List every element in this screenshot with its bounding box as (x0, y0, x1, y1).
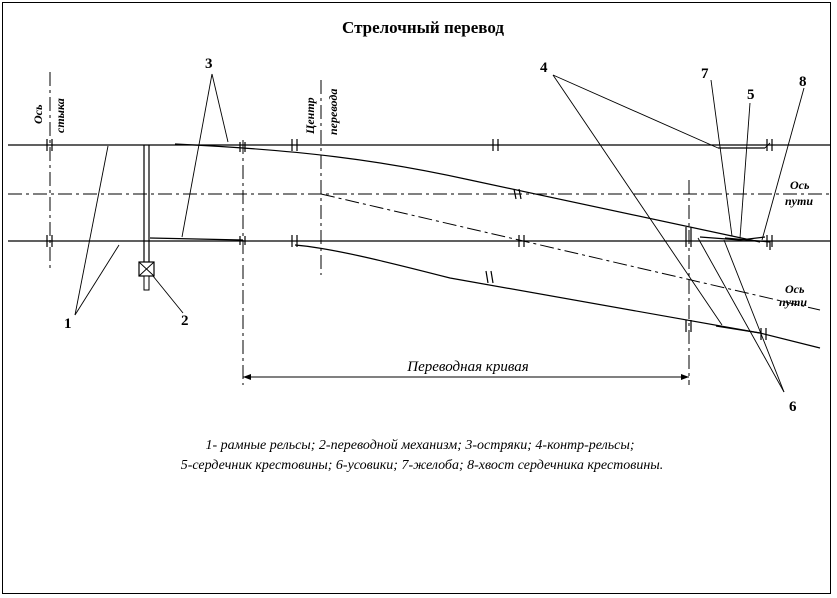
main-axis-label-2: пути (785, 194, 813, 208)
switch-mechanism-stem (143, 275, 150, 291)
branch-track-axis (320, 193, 821, 311)
guard-rail-upper-flare (764, 142, 771, 149)
dimension-arrow-right (681, 374, 689, 380)
switch-point-upper-curve (174, 143, 761, 243)
rail-joints (46, 139, 773, 340)
dimension-arrow-left (243, 374, 251, 380)
joint-axis-label-2: стыка (53, 98, 67, 133)
branch-axis-label-1: Ось (785, 282, 805, 296)
callout-1: 1 (64, 316, 72, 332)
callout-2: 2 (181, 313, 189, 329)
guard-rail-lower (715, 325, 761, 334)
frog-core (724, 237, 771, 250)
main-axis-label-1: Ось (790, 178, 810, 192)
callout-5: 5 (747, 87, 755, 103)
callout-7: 7 (701, 66, 709, 82)
diagram-title: Стрелочный перевод (342, 18, 504, 37)
branch-axis-label-2: пути (779, 295, 807, 309)
leader-lines (74, 73, 805, 393)
switch-mechanism-x2 (138, 261, 155, 277)
frog-wing-rail (699, 236, 766, 241)
callout-4: 4 (540, 60, 548, 76)
joint-axis-label-1: Ось (31, 104, 45, 124)
center-label-1: Центр (303, 97, 317, 135)
switch-point-lower (149, 237, 244, 241)
callout-8: 8 (799, 74, 807, 90)
branch-lower-tail (759, 332, 821, 349)
legend-line-2: 5-сердечник крестовины; 6-усовики; 7-жел… (181, 458, 664, 473)
callout-6: 6 (789, 399, 797, 415)
transfer-curve-label: Переводная кривая (406, 359, 528, 375)
branch-lower-curve (294, 244, 761, 334)
legend-line-1: 1- рамные рельсы; 2-переводной механизм;… (205, 438, 634, 453)
center-label-2: перевода (326, 89, 340, 135)
callout-3: 3 (205, 56, 213, 72)
